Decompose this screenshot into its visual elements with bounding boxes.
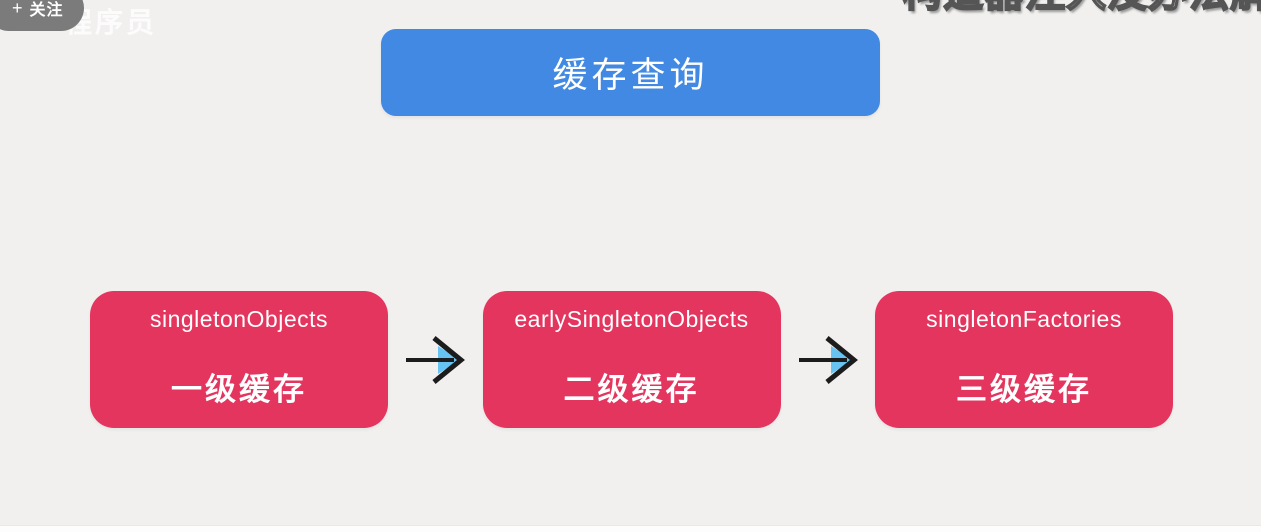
cache-flow-diagram: singletonObjects 一级缓存 earlySingletonObje… (90, 291, 1173, 428)
arrow-right-icon (406, 335, 466, 384)
cache-node-label: 三级缓存 (956, 372, 1092, 407)
cache-node-code: singletonObjects (149, 306, 329, 332)
follow-button-label: 关注 (29, 2, 64, 19)
cache-node-label: 二级缓存 (563, 372, 700, 407)
bottom-strip (0, 525, 1261, 532)
plus-icon: + (12, 0, 23, 18)
title-box-label: 缓存查询 (552, 56, 709, 95)
cache-node-level3: singletonFactories 三级缓存 (875, 291, 1173, 428)
follow-button[interactable]: + 关注 (0, 0, 84, 31)
cache-node-label: 一级缓存 (171, 372, 307, 407)
cache-node-code: earlySingletonObjects (514, 306, 749, 332)
cache-node-level2: earlySingletonObjects 二级缓存 (482, 291, 781, 428)
watermark-right: 构造器注入没办法解 (901, 0, 1261, 14)
title-box: 缓存查询 (381, 29, 880, 116)
cache-node-level1: singletonObjects 一级缓存 (90, 291, 388, 428)
cache-node-code: singletonFactories (926, 306, 1122, 332)
arrow-right-icon (798, 335, 858, 384)
